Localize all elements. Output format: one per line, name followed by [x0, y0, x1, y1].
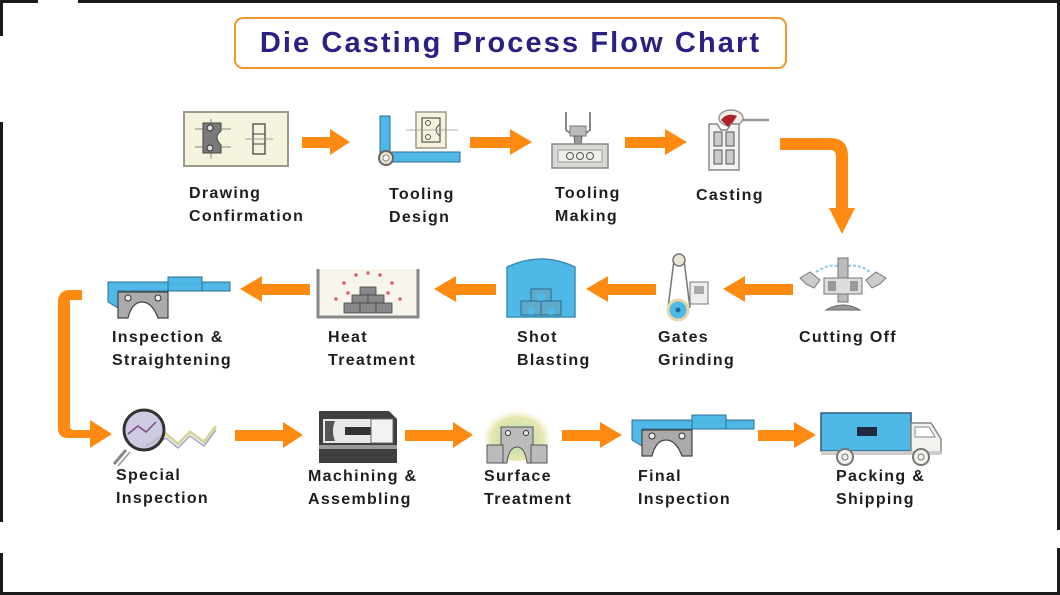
caliper-icon	[107, 276, 231, 319]
shot-blast-chamber-icon	[506, 258, 576, 318]
frame-right	[1057, 0, 1060, 530]
surface-treatment-icon	[483, 405, 551, 464]
frame-bottom	[0, 592, 1060, 595]
drawing-sheet-icon	[183, 111, 289, 167]
frame-right-lower	[1057, 548, 1060, 595]
title-banner: Die Casting Process Flow Chart	[234, 17, 787, 69]
step-label: Shot Blasting	[517, 329, 591, 369]
arrow-11-12	[405, 422, 473, 448]
arrow-7-8	[434, 276, 496, 302]
step-label: Gates Grinding	[658, 329, 736, 369]
step-label: Tooling Making	[555, 185, 621, 225]
step-label: Special Inspection	[116, 467, 210, 507]
caliper-icon	[631, 414, 755, 457]
cnc-machine-icon	[319, 411, 397, 463]
belt-grinder-icon	[666, 253, 709, 322]
step-label: Machining & Assembling	[308, 468, 418, 508]
step-label: Packing & Shipping	[836, 468, 926, 508]
arrow-12-13	[562, 422, 622, 448]
step-label: Inspection & Straightening	[112, 329, 233, 369]
arrow-6-7	[586, 276, 656, 302]
arrow-4-5	[780, 138, 855, 234]
milling-tool-icon	[551, 112, 609, 169]
step-label: Final Inspection	[638, 468, 732, 508]
frame-left-upper	[0, 0, 3, 36]
arrow-13-14	[758, 422, 816, 448]
arrow-10-11	[235, 422, 303, 448]
frame-top-right	[78, 0, 1060, 3]
arrow-8-9	[240, 276, 310, 302]
arrow-3-4	[625, 129, 687, 155]
arrow-9-10	[58, 290, 112, 448]
step-label: Heat Treatment	[328, 329, 417, 369]
magnifier-icon	[112, 408, 218, 467]
step-label: Casting	[696, 187, 764, 204]
frame-left-lower	[0, 553, 3, 595]
step-label: Cutting Off	[799, 329, 897, 346]
step-label: Drawing Confirmation	[189, 185, 305, 225]
heat-furnace-icon	[316, 269, 420, 319]
delivery-truck-icon	[820, 412, 942, 466]
step-label: Surface Treatment	[484, 468, 573, 508]
chart-title: Die Casting Process Flow Chart	[259, 26, 762, 59]
ladle-casting-icon	[708, 109, 769, 171]
arrow-2-3	[470, 129, 532, 155]
arrow-5-6	[723, 276, 793, 302]
arrow-1-2	[302, 129, 350, 155]
frame-top-left	[0, 0, 38, 3]
step-label: Tooling Design	[389, 186, 455, 226]
cutting-press-icon	[799, 257, 887, 311]
tooling-design-square-icon	[378, 111, 461, 166]
frame-left-mid	[0, 122, 3, 522]
